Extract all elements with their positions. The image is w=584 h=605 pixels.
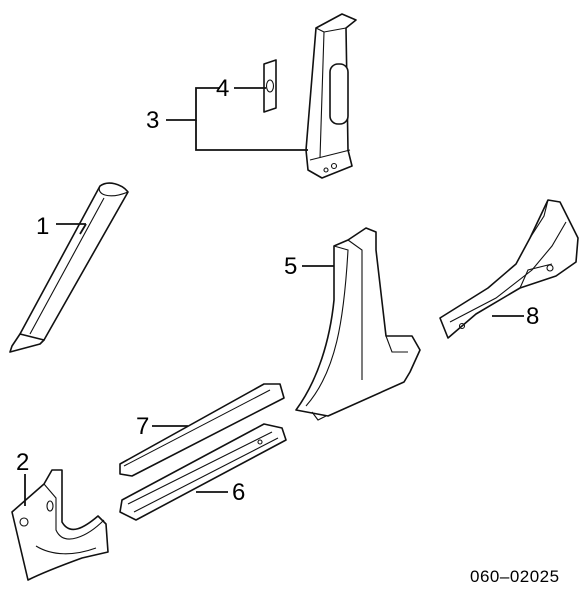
callout-8: 8 [526,303,539,330]
callout-6: 6 [232,479,245,506]
leader-3 [166,87,220,121]
diagram-part-number: 060–02025 [470,567,560,586]
callout-3: 3 [146,107,159,134]
leader-1-diag [79,223,87,235]
callout-2: 2 [16,449,29,476]
part-3-upper-pillar-trim [305,13,357,179]
leader-lines [24,87,524,506]
callout-4: 4 [216,75,229,102]
part-6-step-plate [119,423,287,521]
callout-1: 1 [36,213,49,240]
part-5-lower-pillar-trim [295,227,421,421]
part-7-front-scuff-plate [119,383,285,477]
leader-3b [195,120,308,151]
part-4-clip [263,59,277,113]
part-2-kick-panel [11,469,109,581]
callout-5: 5 [284,253,297,280]
callout-7: 7 [136,413,149,440]
part-1-pillar-trim [9,182,129,353]
part-8-rear-scuff-plate [439,199,579,339]
